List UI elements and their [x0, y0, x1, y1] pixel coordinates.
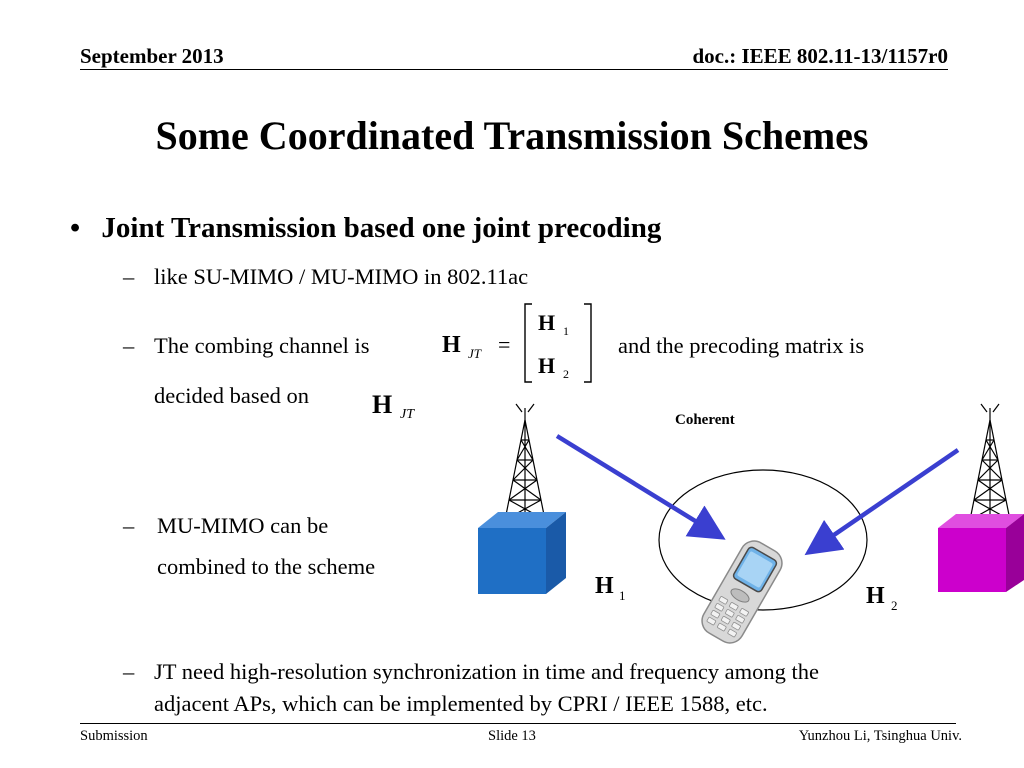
tower-left	[504, 403, 546, 521]
arrow-h2	[804, 448, 960, 556]
label-H2-sub: 2	[891, 598, 898, 613]
header-doc-id: doc.: IEEE 802.11-13/1157r0	[692, 44, 948, 68]
sub-item-precoding-matrix: and the precoding matrix is	[618, 333, 865, 358]
sub-dash-2: –	[123, 333, 135, 358]
main-bullet-text: Joint Transmission based one joint preco…	[101, 212, 662, 244]
main-bullet: • Joint Transmission based one joint pre…	[70, 212, 661, 245]
matrix-H1-sub: 1	[563, 324, 569, 338]
arrow-h1	[555, 434, 726, 540]
header-rule	[80, 69, 948, 70]
matrix-equals: =	[498, 332, 510, 357]
sub-item-like-mimo: like SU-MIMO / MU-MIMO in 802.11ac	[154, 264, 529, 289]
left-bracket	[524, 303, 532, 383]
sub-item-combined: combined to the scheme	[157, 554, 376, 579]
label-H1-sub: 1	[619, 588, 626, 603]
sub-item-decided-based: decided based on	[154, 383, 309, 408]
sub-item-mumimo: MU-MIMO can be	[157, 513, 329, 538]
sub-item-jt-sync-1: JT need high-resolution synchronization …	[154, 659, 820, 684]
coherent-label: Coherent	[675, 412, 735, 428]
coherent-ellipse	[658, 469, 868, 611]
sub-dash-4: –	[123, 659, 135, 684]
label-H1: H	[595, 573, 614, 599]
sub-dash-3: –	[123, 513, 135, 538]
footer-submission: Submission	[80, 728, 148, 744]
label-H2: H	[866, 583, 885, 609]
footer-author: Yunzhou Li, Tsinghua Univ.	[798, 728, 962, 744]
matrix-H2: H	[538, 353, 555, 378]
channel-matrix-equation: H JT = H 1 H 2	[442, 303, 592, 383]
hjt-H: H	[372, 390, 392, 419]
sub-item-combing-channel: The combing channel is	[154, 333, 370, 358]
footer-slide-number: Slide 13	[488, 728, 536, 744]
hjt-symbol: H JT	[372, 390, 415, 422]
ap-box-left	[478, 512, 566, 594]
tower-right	[969, 403, 1011, 521]
ap-box-right	[938, 514, 1024, 592]
header-date: September 2013	[80, 44, 224, 68]
footer-rule	[80, 723, 956, 724]
matrix-sub-jt: JT	[468, 346, 482, 361]
matrix-H: H	[442, 332, 461, 358]
hjt-sub: JT	[400, 407, 415, 422]
sub-item-jt-sync-2: adjacent APs, which can be implemented b…	[154, 691, 768, 716]
mobile-phone-icon	[701, 540, 783, 644]
right-bracket	[584, 303, 592, 383]
sub-dash-1: –	[123, 264, 135, 289]
matrix-H1: H	[538, 310, 555, 335]
slide-title: Some Coordinated Transmission Schemes	[155, 113, 869, 158]
matrix-H2-sub: 2	[563, 367, 569, 381]
bullet-dot: •	[70, 212, 81, 244]
